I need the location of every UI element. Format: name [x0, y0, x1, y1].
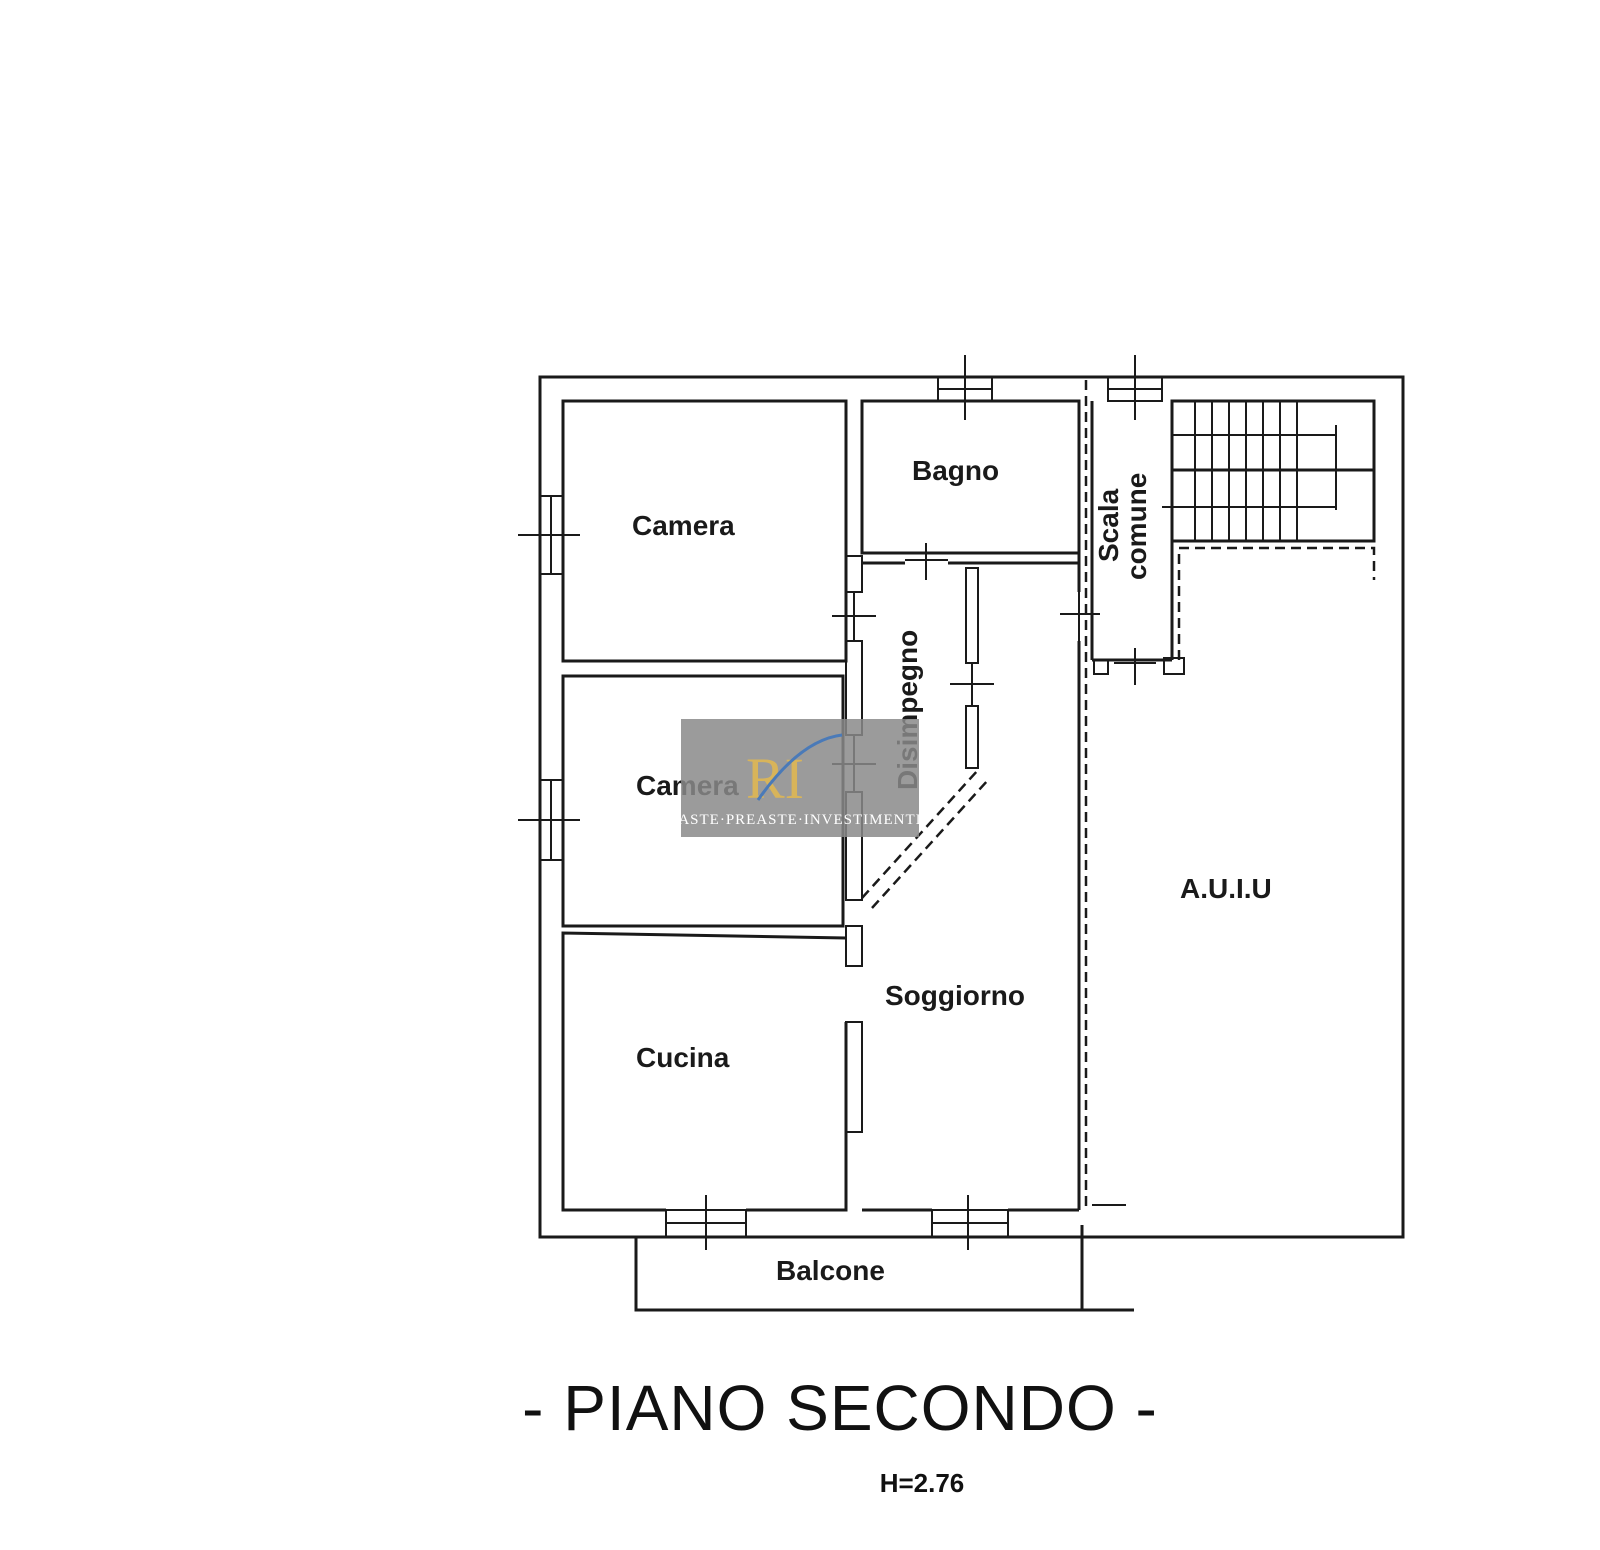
room-label-camera-top: Camera — [632, 510, 735, 541]
watermark: RI ASTE·PREASTE·INVESTIMENTI — [678, 719, 921, 837]
room-label-auiu: A.U.I.U — [1180, 873, 1272, 904]
room-label-cucina: Cucina — [636, 1042, 730, 1073]
room-label-scala-line2: comune — [1121, 473, 1152, 580]
watermark-swoosh-icon — [756, 733, 843, 801]
balcony — [634, 1204, 1134, 1312]
room-label-soggiorno: Soggiorno — [885, 980, 1025, 1011]
room-label-scala-line1: Scala — [1093, 488, 1124, 562]
stair-treads — [1162, 401, 1374, 541]
watermark-text: ASTE·PREASTE·INVESTIMENTI — [678, 812, 921, 828]
room-label-balcone: Balcone — [776, 1255, 885, 1286]
watermark-box — [681, 719, 919, 837]
floor-height: H=2.76 — [880, 1468, 965, 1498]
windows — [518, 355, 1163, 1250]
floor-title: - PIANO SECONDO - — [522, 1372, 1158, 1444]
room-label-bagno: Bagno — [912, 455, 999, 486]
dashed-boundaries — [861, 380, 1376, 1210]
